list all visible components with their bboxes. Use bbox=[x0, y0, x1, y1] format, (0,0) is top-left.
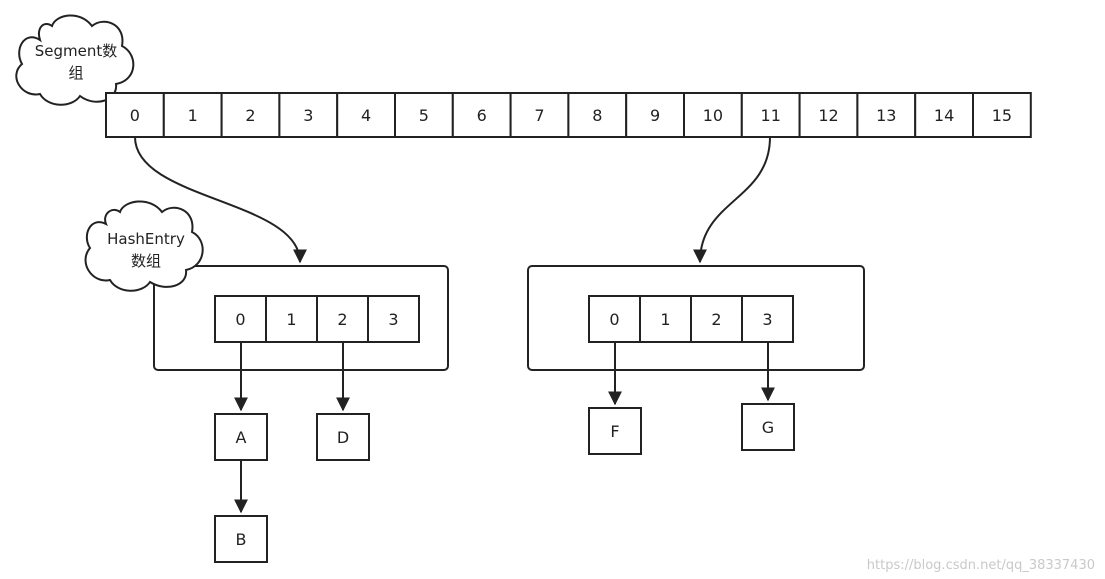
hash-left-cell-1: 1 bbox=[265, 295, 318, 343]
hash-right-cell-3: 3 bbox=[741, 295, 794, 343]
hash-right-index-3: 3 bbox=[762, 310, 772, 329]
hash-left-index-3: 3 bbox=[388, 310, 398, 329]
segment-index-2: 2 bbox=[245, 106, 255, 125]
segment-index-6: 6 bbox=[477, 106, 487, 125]
hash-left-cell-3: 3 bbox=[367, 295, 420, 343]
hash-right-cell-2: 2 bbox=[690, 295, 743, 343]
segment-cell-15: 15 bbox=[972, 92, 1032, 138]
hash-entry-array-right: 0 1 2 3 bbox=[588, 295, 794, 343]
hash-entry-cloud-label-line1: HashEntry bbox=[107, 230, 185, 248]
segment-index-4: 4 bbox=[361, 106, 371, 125]
segment-index-0: 0 bbox=[130, 106, 140, 125]
segment-cell-0: 0 bbox=[105, 92, 165, 138]
segment-index-1: 1 bbox=[188, 106, 198, 125]
segment-index-11: 11 bbox=[761, 106, 781, 125]
hash-entry-cloud: HashEntry 数组 bbox=[84, 200, 204, 292]
segment-cloud-label-line2: 组 bbox=[68, 64, 83, 82]
segment-cell-4: 4 bbox=[336, 92, 397, 138]
segment-cell-1: 1 bbox=[162, 92, 223, 138]
segment-11-pointer-arrow bbox=[693, 136, 771, 264]
node-d: D bbox=[316, 413, 370, 461]
segment-cell-7: 7 bbox=[509, 92, 570, 138]
hash-right-index-2: 2 bbox=[711, 310, 721, 329]
segment-index-8: 8 bbox=[592, 106, 602, 125]
segment-cell-8: 8 bbox=[567, 92, 628, 138]
segment-index-12: 12 bbox=[818, 106, 838, 125]
hash-entry-array-left: 0 1 2 3 bbox=[214, 295, 420, 343]
segment-cell-2: 2 bbox=[220, 92, 281, 138]
hash-left-index-1: 1 bbox=[286, 310, 296, 329]
hash-left-index-0: 0 bbox=[235, 310, 245, 329]
hash-left-index-2: 2 bbox=[337, 310, 347, 329]
node-g: G bbox=[741, 403, 795, 451]
hash-right-cell-0: 0 bbox=[588, 295, 641, 343]
segment-cell-10: 10 bbox=[683, 92, 743, 138]
node-a-label: A bbox=[236, 428, 247, 447]
segment-index-10: 10 bbox=[703, 106, 723, 125]
hash-entry-cloud-label-line2: 数组 bbox=[131, 252, 161, 270]
segment-0-pointer-arrow bbox=[134, 136, 307, 264]
segment-cell-5: 5 bbox=[394, 92, 454, 138]
segment-index-3: 3 bbox=[303, 106, 313, 125]
node-f-label: F bbox=[610, 422, 619, 441]
hash-right-index-1: 1 bbox=[660, 310, 670, 329]
segment-array-cloud: Segment数 组 bbox=[15, 14, 135, 106]
segment-index-5: 5 bbox=[419, 106, 429, 125]
segment-cell-11: 11 bbox=[740, 92, 801, 138]
watermark: https://blog.csdn.net/qq_38337430 bbox=[866, 558, 1095, 573]
segment-index-15: 15 bbox=[992, 106, 1012, 125]
hash-left-cell-2: 2 bbox=[316, 295, 369, 343]
segment-cell-12: 12 bbox=[798, 92, 859, 138]
segment-index-7: 7 bbox=[534, 106, 544, 125]
segment-cell-14: 14 bbox=[914, 92, 975, 138]
segment-index-9: 9 bbox=[650, 106, 660, 125]
segment-index-13: 13 bbox=[876, 106, 896, 125]
node-b: B bbox=[214, 515, 268, 563]
segment-index-14: 14 bbox=[934, 106, 954, 125]
hash-left-cell-0: 0 bbox=[214, 295, 267, 343]
hash-right-index-0: 0 bbox=[609, 310, 619, 329]
node-g-label: G bbox=[762, 418, 774, 437]
node-a: A bbox=[214, 413, 268, 461]
segment-cell-6: 6 bbox=[451, 92, 512, 138]
segment-cloud-label-line1: Segment数 bbox=[35, 42, 118, 60]
node-b-label: B bbox=[236, 530, 247, 549]
node-f: F bbox=[588, 407, 642, 455]
segment-cell-13: 13 bbox=[856, 92, 917, 138]
segment-cell-3: 3 bbox=[278, 92, 339, 138]
node-d-label: D bbox=[337, 428, 349, 447]
hash-right-cell-1: 1 bbox=[639, 295, 692, 343]
segment-cell-9: 9 bbox=[625, 92, 686, 138]
